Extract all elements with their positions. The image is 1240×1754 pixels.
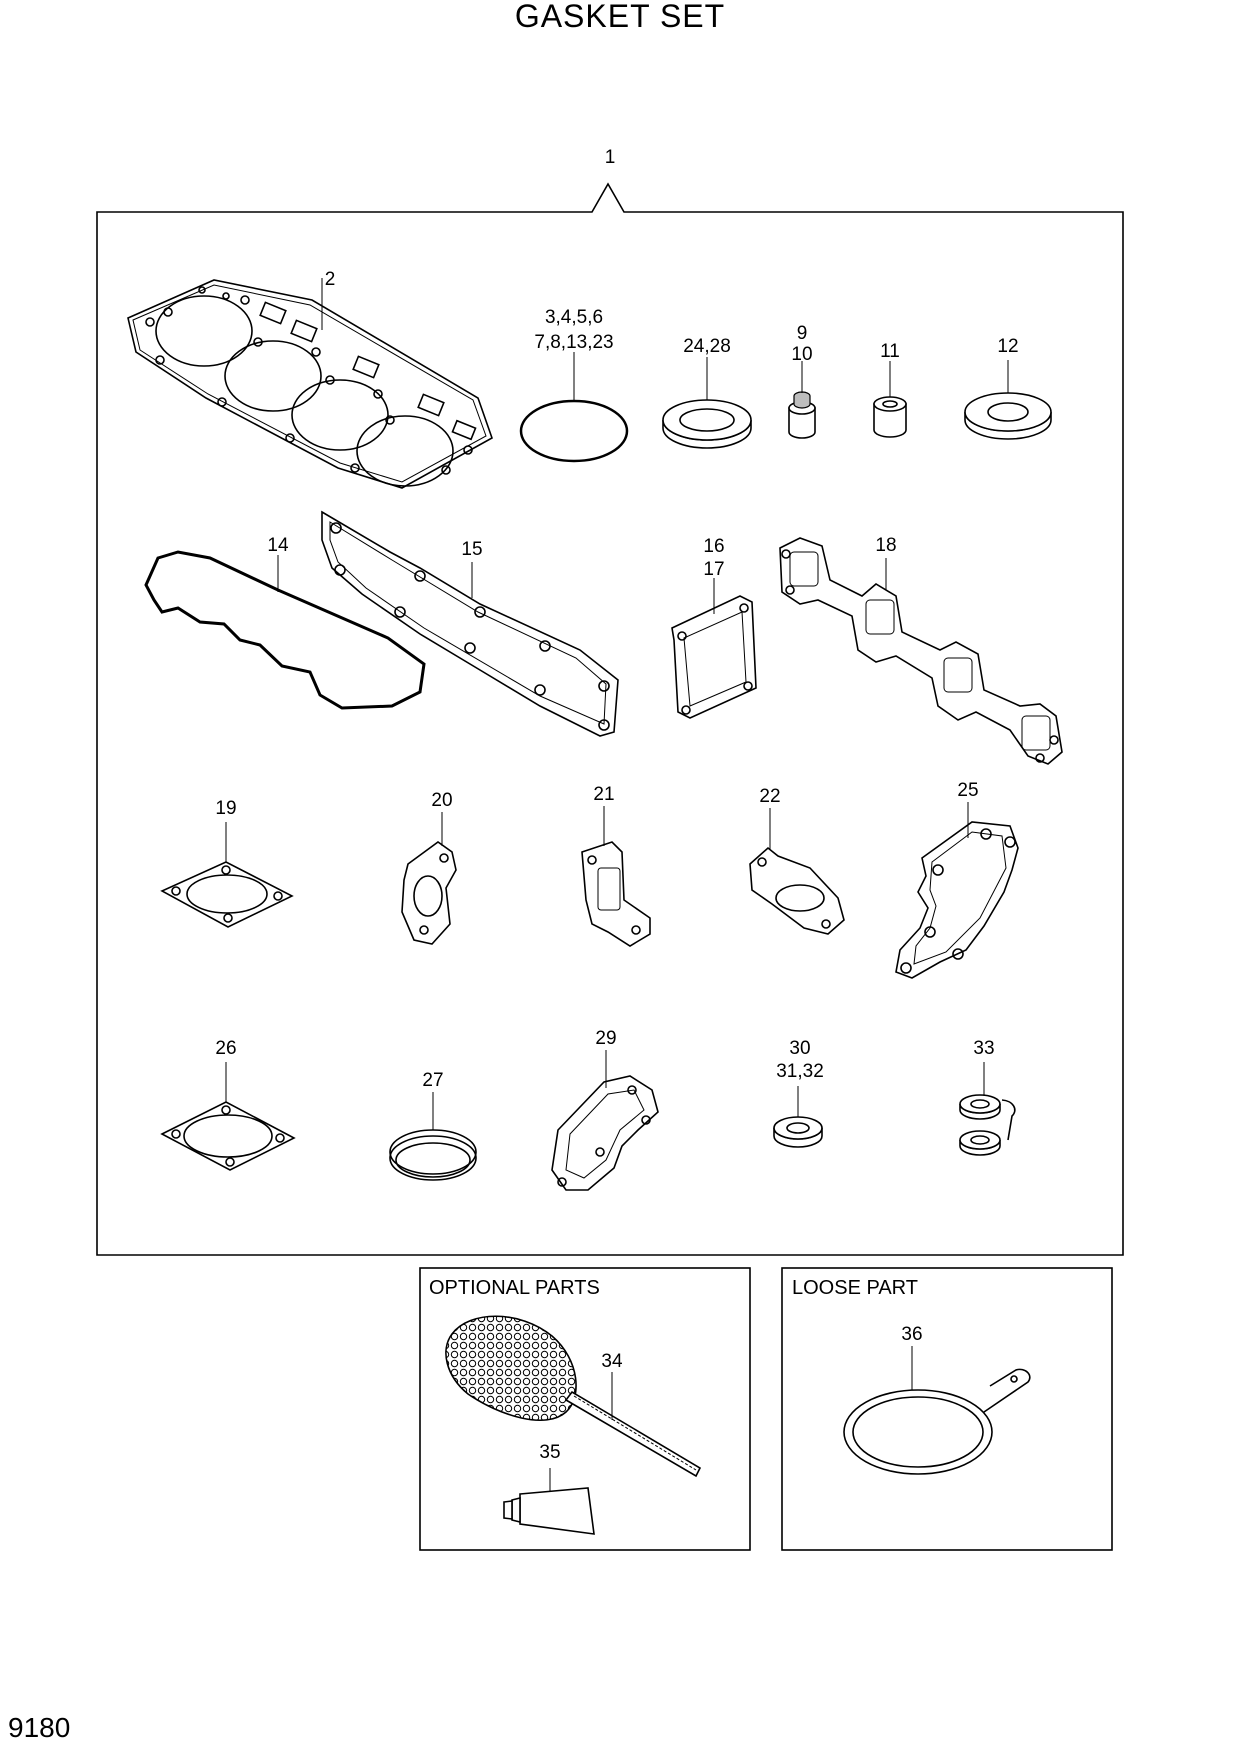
callout-20: 20 [431, 790, 452, 811]
kit-frame [96, 182, 1124, 1256]
square-flange-gasket [671, 578, 757, 719]
intake-manifold-gasket [321, 510, 619, 737]
small-washer [773, 1086, 823, 1148]
callout-22: 22 [759, 786, 780, 807]
double-washer [959, 1062, 1016, 1156]
o-ring [519, 399, 629, 463]
callout-3-6: 3,4,5,6 [545, 307, 603, 328]
callout-11: 11 [880, 341, 900, 362]
callout-17: 17 [703, 559, 724, 580]
loose-part-header: LOOSE PART [792, 1277, 918, 1299]
callout-15: 15 [461, 539, 482, 560]
bushing [873, 361, 907, 438]
callout-36: 36 [901, 1324, 922, 1345]
callout-35: 35 [539, 1442, 560, 1463]
callout-33: 33 [973, 1038, 994, 1059]
gasket-20 [401, 812, 457, 945]
callout-16: 16 [703, 536, 724, 557]
cover-gasket-29 [551, 1050, 659, 1191]
cleaning-brush [445, 1315, 702, 1478]
flat-washer [964, 360, 1052, 440]
rocker-cover-gasket [144, 550, 426, 710]
page-title: GASKET SET [514, 0, 726, 34]
flange-gasket-19 [160, 822, 294, 928]
callout-19: 19 [215, 798, 236, 819]
sealant-tube [503, 1468, 595, 1535]
gasket-22 [749, 808, 845, 935]
callout-9: 9 [797, 323, 808, 344]
flange-gasket-26 [160, 1062, 296, 1171]
callout-2: 2 [325, 269, 336, 290]
loose-part-box [781, 1267, 1113, 1551]
callout-25: 25 [957, 780, 978, 801]
callout-34: 34 [601, 1351, 623, 1372]
callout-29: 29 [595, 1028, 616, 1049]
water-pump-gasket [895, 802, 1019, 979]
callout-1: 1 [605, 147, 616, 168]
callout-26: 26 [215, 1038, 236, 1059]
callout-7-23: 7,8,13,23 [534, 332, 613, 353]
callout-24-28: 24,28 [683, 336, 731, 357]
gasket-21 [581, 806, 651, 947]
valve-stem-seal [788, 361, 816, 439]
seal-ring [389, 1092, 477, 1181]
cylinder-head-gasket [127, 278, 493, 489]
callout-21: 21 [593, 784, 614, 805]
callout-14: 14 [267, 535, 289, 556]
optional-parts-header: OPTIONAL PARTS [429, 1277, 600, 1299]
exhaust-manifold-gasket [779, 537, 1063, 765]
callout-30: 30 [789, 1038, 810, 1059]
page-number: 9180 [8, 1712, 71, 1743]
callout-27: 27 [422, 1070, 443, 1091]
callout-12: 12 [997, 336, 1018, 357]
optional-parts-box [419, 1267, 751, 1551]
callout-10: 10 [791, 344, 812, 365]
callout-18: 18 [875, 535, 896, 556]
ring-tool [843, 1346, 1031, 1475]
callout-31-32: 31,32 [776, 1061, 824, 1082]
seal-washer [662, 357, 752, 449]
